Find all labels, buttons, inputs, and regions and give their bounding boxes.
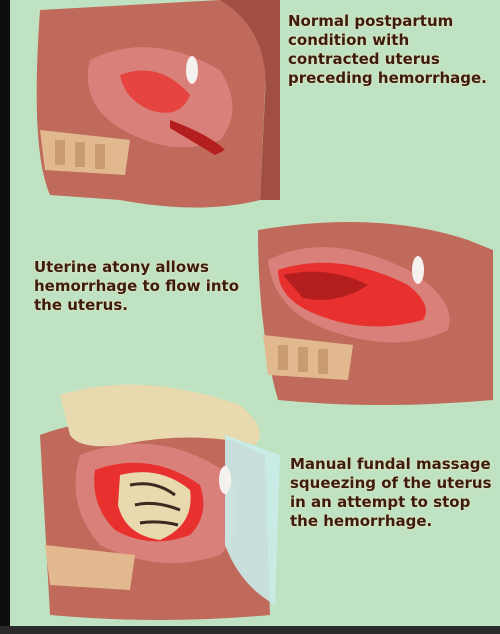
pubic-bone	[219, 466, 231, 494]
vertebra-marks	[278, 345, 328, 374]
caption-fundal-massage: Manual fundal massage squeezing of the u…	[290, 455, 498, 531]
pubic-bone	[186, 56, 198, 84]
caption-normal-postpartum: Normal postpartum condition with contrac…	[288, 12, 493, 88]
caption-uterine-atony: Uterine atony allows hemorrhage to flow …	[34, 258, 244, 315]
bottom-border	[0, 626, 500, 634]
pubic-bone	[412, 256, 424, 284]
atonic-uterus-illustration	[258, 210, 493, 410]
vertebra-marks	[55, 140, 105, 169]
fundal-massage-illustration	[40, 375, 280, 625]
contracted-uterus-illustration	[20, 0, 280, 225]
